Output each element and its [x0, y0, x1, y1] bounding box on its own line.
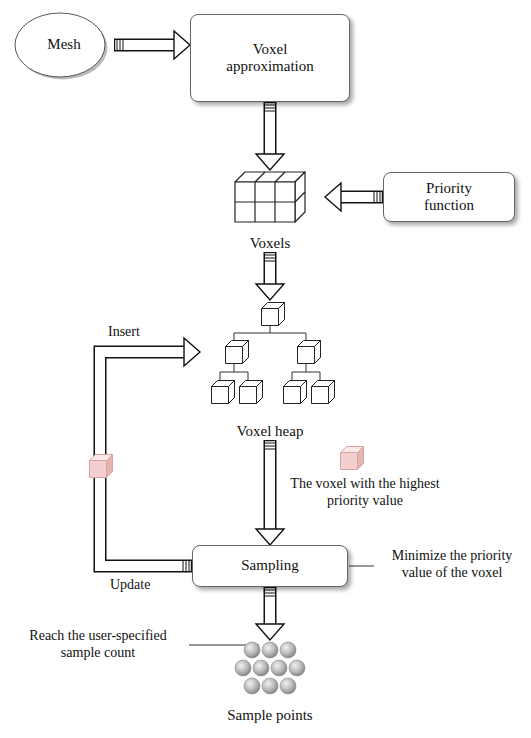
- points-figure: Sample points: [215, 640, 325, 724]
- flow-arrow: [114, 31, 190, 59]
- callout-note: Insert: [108, 324, 140, 341]
- callout-note: Minimize the priority value of the voxel: [378, 548, 526, 582]
- sample-dots: [235, 642, 305, 694]
- process-box: Sampling: [192, 545, 348, 587]
- heap-tree: [212, 303, 335, 404]
- flow-arrow: [256, 440, 284, 545]
- node-label: Voxels: [250, 235, 291, 252]
- flow-arrow: [256, 102, 284, 170]
- flow-arrow: [256, 252, 284, 300]
- highlight-voxel: [90, 455, 113, 478]
- flow-arrow: [325, 183, 383, 211]
- process-box: Priority function: [383, 172, 515, 222]
- node-label: Sampling: [241, 557, 299, 574]
- node-label: Mesh: [47, 36, 80, 53]
- node-label: Voxel approximation: [213, 41, 327, 76]
- callout-note: Update: [110, 577, 150, 594]
- flow-arrow: [256, 587, 284, 640]
- flow-arrow: [100, 338, 200, 571]
- node-label: Priority function: [406, 180, 492, 215]
- callout-note: The voxel with the highest priority valu…: [290, 476, 440, 510]
- highlight-voxel: [341, 447, 364, 470]
- voxel-figure: Voxels: [215, 170, 325, 252]
- process-box: Voxel approximation: [190, 14, 350, 102]
- node-label: Voxel heap: [237, 423, 304, 440]
- input-ellipse: Mesh: [14, 12, 114, 78]
- heap-figure: Voxel heap: [200, 300, 340, 440]
- leader-line: [349, 566, 374, 567]
- callout-note: Reach the user-specified sample count: [10, 628, 186, 662]
- voxel-grid: [235, 172, 305, 222]
- node-label: Sample points: [227, 707, 312, 724]
